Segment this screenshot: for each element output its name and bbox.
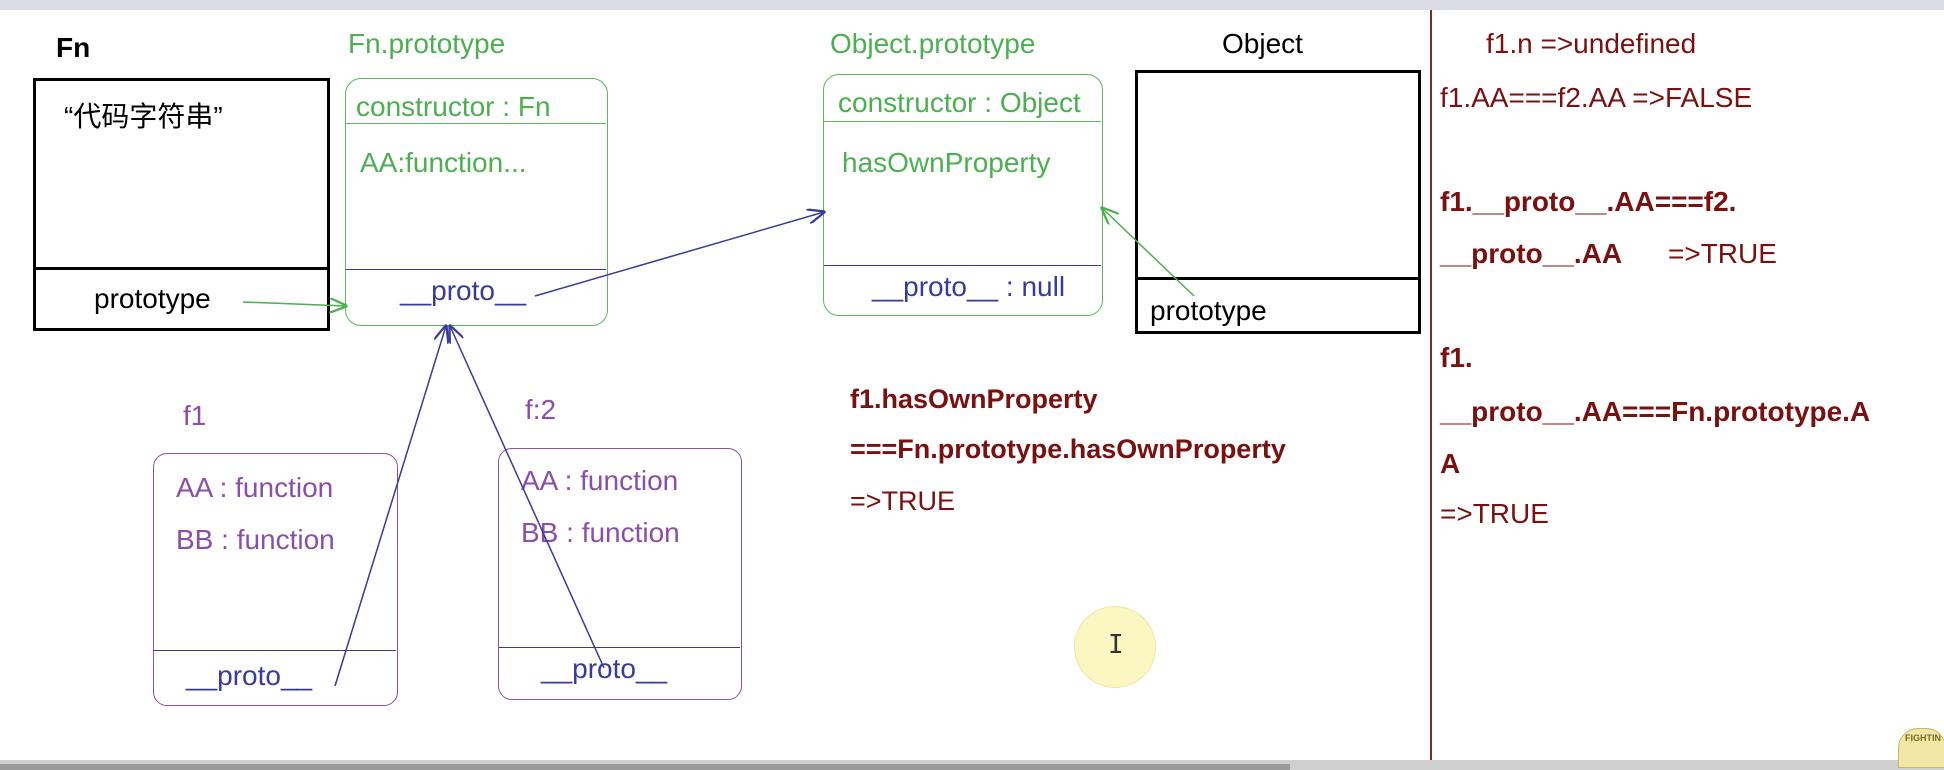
fn-prototype-title: Fn.prototype (348, 28, 506, 59)
note-fn-compare-result: =>TRUE (1440, 498, 1549, 529)
text-cursor-icon: I (1108, 630, 1124, 660)
note-proto-compare-line2: __proto__.AA (1440, 238, 1623, 269)
top-border (0, 0, 1944, 10)
cursor-highlight (1074, 606, 1156, 688)
object-box-divider (1138, 277, 1418, 280)
object-prototype-title: Object.prototype (830, 28, 1036, 59)
f1-proto: __proto__ (186, 660, 313, 691)
f2-title: f:2 (525, 394, 557, 425)
note-f1-n: f1.n =>undefined (1486, 28, 1697, 59)
f1-box: AA : function BB : function __proto__ (153, 453, 398, 706)
progress-track (0, 764, 1290, 770)
note-proto-compare-line1: f1.__proto__.AA===f2. (1440, 186, 1737, 217)
f2-box: AA : function BB : function __proto__ (498, 448, 742, 700)
fn-title: Fn (56, 32, 91, 63)
middle-note-line2: ===Fn.prototype.hasOwnProperty (850, 434, 1286, 464)
fn-prototype-box: constructor : Fn AA:function... __proto_… (345, 78, 608, 326)
fn-box: “代码字符串” prototype (33, 78, 330, 331)
note-fn-compare-line2: __proto__.AA===Fn.prototype.A (1440, 396, 1871, 427)
fn-prototype-proto: __proto__ (400, 275, 527, 306)
fn-prototype-method: AA:function... (360, 147, 527, 178)
fn-code-string: “代码字符串” (64, 101, 223, 132)
middle-note-line1: f1.hasOwnProperty (850, 384, 1098, 414)
middle-note-line3: =>TRUE (850, 486, 956, 516)
object-prototype-label: prototype (1150, 295, 1267, 326)
object-prototype-divider-bottom (824, 265, 1101, 266)
fn-prototype-constructor: constructor : Fn (356, 91, 551, 122)
f1-bb: BB : function (176, 524, 335, 555)
object-box: prototype (1135, 70, 1421, 334)
note-proto-compare-result: =>TRUE (1668, 238, 1777, 269)
mascot-logo: FIGHTIN (1898, 728, 1944, 768)
f2-divider (499, 647, 740, 648)
fn-prototype-divider-top (346, 123, 606, 124)
note-aa-compare: f1.AA===f2.AA =>FALSE (1440, 82, 1753, 113)
fn-prototype-label: prototype (94, 283, 211, 314)
f1-divider (154, 650, 396, 651)
object-prototype-method: hasOwnProperty (842, 147, 1051, 178)
object-prototype-divider-top (824, 121, 1101, 122)
object-prototype-constructor: constructor : Object (838, 87, 1081, 118)
object-prototype-box: constructor : Object hasOwnProperty __pr… (823, 74, 1103, 316)
fn-prototype-divider-bottom (346, 269, 606, 270)
fn-box-divider (36, 267, 327, 270)
vertical-divider (1430, 10, 1432, 760)
object-title: Object (1222, 28, 1303, 59)
f1-title: f1 (183, 400, 207, 431)
object-prototype-proto: __proto__ : null (872, 271, 1066, 302)
note-fn-compare-line3: A (1440, 448, 1461, 479)
f2-aa: AA : function (521, 465, 679, 496)
f2-bb: BB : function (521, 517, 680, 548)
f1-aa: AA : function (176, 472, 334, 503)
note-fn-compare-line1: f1. (1440, 342, 1473, 373)
f2-proto: __proto__ (541, 653, 668, 684)
